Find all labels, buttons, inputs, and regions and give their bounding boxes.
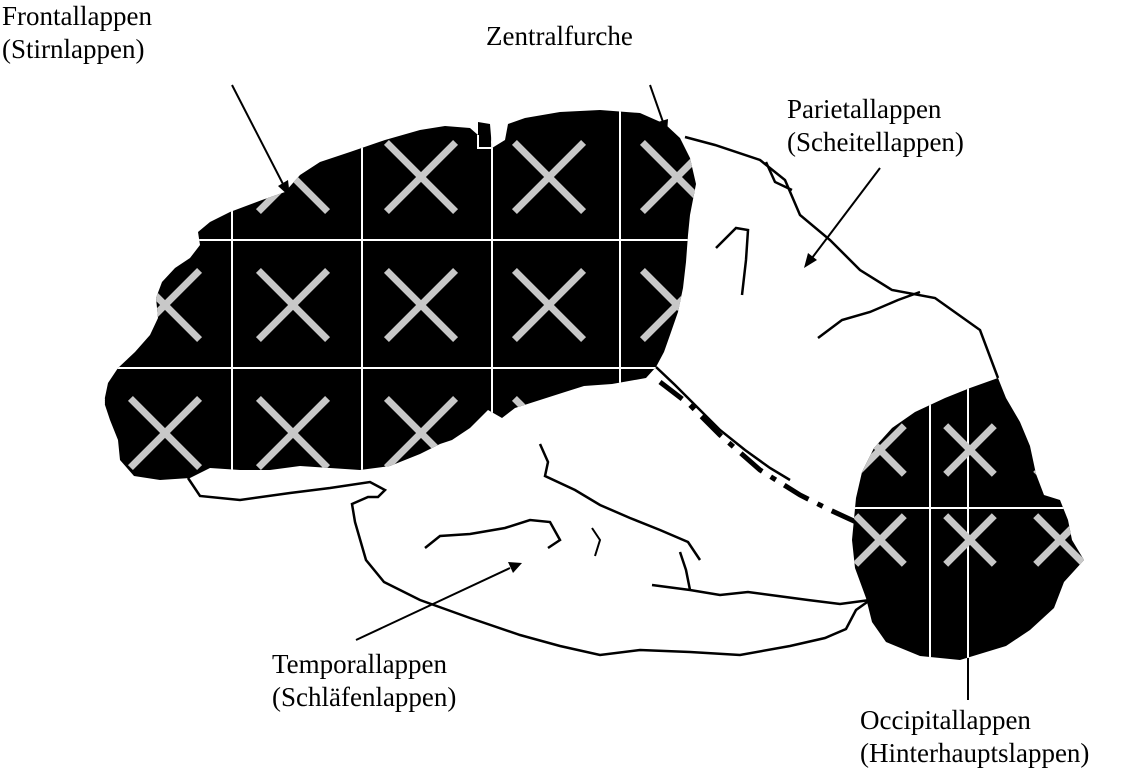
temporal-sulcus-3 (652, 585, 870, 604)
arrow-frontal (232, 85, 290, 197)
temporal-sulcus-4 (680, 552, 690, 590)
frontal-cross-mark (642, 398, 711, 467)
temporal-sulcus-1 (540, 444, 700, 560)
label-parietal-name: Parietallappen (787, 93, 964, 126)
frontal-cross-mark (130, 142, 199, 211)
parietal-sulcus-2 (818, 292, 920, 338)
label-central-name: Zentralfurche (486, 20, 633, 53)
occipital-cross-mark (1036, 426, 1085, 475)
parietal-sulcus-1 (716, 228, 748, 295)
frontal-cross-mark (642, 398, 711, 467)
label-occipital-german: (Hinterhauptslappen) (860, 737, 1089, 770)
label-occipital-name: Occipitallappen (860, 704, 1089, 737)
frontal-cross-mark (514, 398, 583, 467)
occipital-cross-mark (1036, 426, 1085, 475)
frontal-cross-mark (130, 142, 199, 211)
label-parietal-german: (Scheitellappen) (787, 126, 964, 159)
frontal-cross-mark (514, 398, 583, 467)
parietal-lobe-outline (685, 137, 998, 378)
label-parietal-lobe: Parietallappen (Scheitellappen) (787, 93, 964, 159)
label-frontal-name: Frontallappen (2, 0, 152, 33)
lateral-sulcus (656, 367, 790, 480)
label-central-sulcus: Zentralfurche (486, 20, 633, 53)
label-frontal-german: (Stirnlappen) (2, 33, 152, 66)
label-frontal-lobe: Frontallappen (Stirnlappen) (2, 0, 152, 66)
label-temporal-name: Temporallappen (272, 648, 456, 681)
temporal-sulcus-2 (425, 520, 560, 548)
temporal-lobe-outline (188, 478, 870, 655)
temporal-sulcus-5 (592, 528, 600, 556)
label-temporal-german: (Schläfenlappen) (272, 681, 456, 714)
label-temporal-lobe: Temporallappen (Schläfenlappen) (272, 648, 456, 714)
parieto-occipital-boundary (660, 382, 856, 522)
label-occipital-lobe: Occipitallappen (Hinterhauptslappen) (860, 704, 1089, 770)
